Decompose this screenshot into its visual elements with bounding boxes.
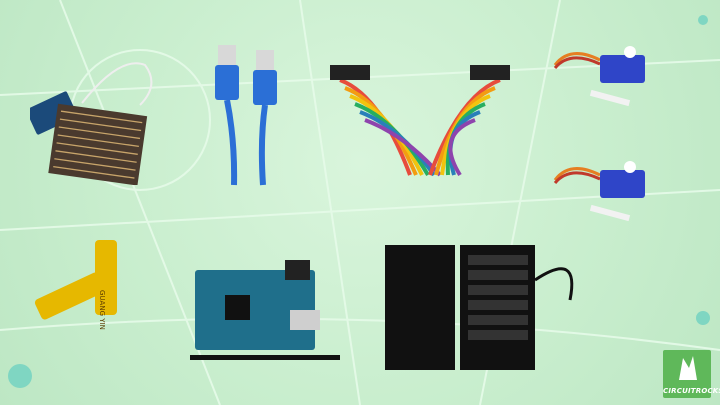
circuitrocks-logo: CIRCUITROCKS [663,350,720,398]
rain-sensor-image [30,62,153,185]
battery-label: GUANG YING [98,290,106,330]
aa-batteries-image: GUANG YING [34,240,117,330]
arduino-board-image [190,260,340,360]
logo-mark-icon [679,356,697,380]
decor-circle [8,364,32,388]
servo-motor-image-2 [553,161,645,222]
logo-text: CIRCUITROCKS [663,387,720,395]
servo-motor-image [553,46,645,107]
usb-cable-image [215,45,277,186]
battery-holder-image [385,245,574,370]
jumper-wires-image [330,65,510,177]
